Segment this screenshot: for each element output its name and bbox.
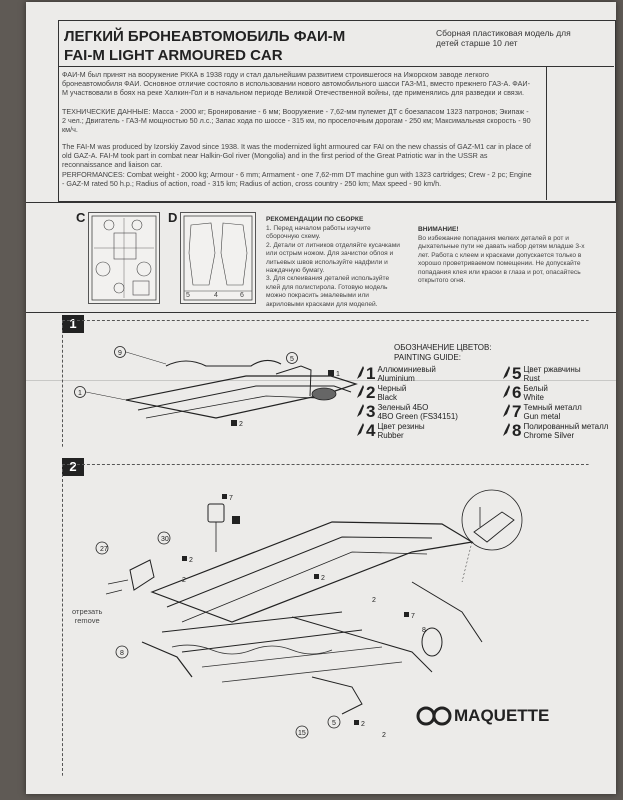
fold-line [26,380,616,381]
step-2-callout-30: 30 [161,536,169,543]
history-ru: ФАИ-М был принят на вооружение РККА в 19… [62,70,530,98]
sprue-d-part-6: 6 [240,292,244,299]
remove-note: отрезать remove [72,607,102,625]
section-divider [26,202,616,203]
painting-guide-title-en: PAINTING GUIDE: [394,353,461,362]
sprue-d-diagram [180,212,256,304]
paint-color-number: 5 [512,364,522,383]
column-divider [546,66,547,200]
remove-note-ru: отрезать [72,607,103,616]
step-1-callout-5: 5 [290,356,294,363]
step-2-paint-2f: 2 [382,732,386,739]
paint-brush-icon [503,404,510,417]
paint-color-name-en: Rust [523,374,540,383]
sprue-c-diagram [88,212,160,304]
step-2-callout-15: 15 [298,730,306,737]
section-divider-2 [26,312,616,313]
warning-title: ВНИМАНИЕ! [418,226,459,233]
paint-color-name-ru: Черный [377,384,407,393]
paint-brush-icon [503,366,510,379]
paint-color-name-ru: Белый [523,384,548,393]
maquette-logo-text: MAQUETTE [454,706,550,725]
step-2-callout-27: 27 [100,546,108,553]
step-2-frame [62,464,589,776]
painting-guide-title: ОБОЗНАЧЕНИЕ ЦВЕТОВ: PAINTING GUIDE: [394,343,492,363]
paint-color-name-ru: Зеленый 4БО [377,403,429,412]
paint-color-name-ru: Цвет ржавчины [523,365,581,374]
step-1-chassis-drawing: 1 9 5 1 2 [74,346,358,428]
paint-color-name-en: Aluminium [377,374,415,383]
warning-text: Во избежание попадания мелких деталей в … [418,235,585,285]
paint-color-number: 3 [366,402,376,421]
paint-color-number: 6 [512,383,522,402]
remove-note-en: remove [74,616,100,625]
step-1-callout-1: 1 [78,390,82,397]
paint-color-name-ru: Аллюминиевый [377,365,436,374]
recommendations-title: РЕКОМЕНДАЦИИ ПО СБОРКЕ [266,216,364,223]
step-1-paint-2: 2 [239,421,243,428]
step-1-callout-9: 9 [118,350,122,357]
paint-brush-icon [357,385,364,398]
recommendations-text: 1. Перед началом работы изучите сборочну… [266,225,400,308]
paint-color-number: 4 [366,421,376,440]
paint-color-name-en: Black [377,393,398,402]
paint-color-number: 2 [366,383,376,402]
paint-color-name-en: White [523,393,544,402]
paint-color-name-ru: Цвет резины [377,422,425,431]
step-2-callout-5: 5 [332,720,336,727]
paint-color-number: 7 [512,402,522,421]
paint-brush-icon [503,385,510,398]
header-frame [58,20,616,202]
paint-color-number: 1 [366,364,376,383]
paint-color-name-en: 4BO Green (FS34151) [377,412,458,421]
step-2-paint-2c: 2 [361,721,365,728]
paint-color-name-en: Chrome Silver [523,431,575,440]
sprue-d-label: D [168,210,178,225]
step-2-assembly-drawing: 27 30 8 15 5 7 2 1 2 7 2 8 2 2 2 [95,489,523,739]
specs-ru: ТЕХНИЧЕСКИЕ ДАННЫЕ: Масса - 2000 кг; Бро… [62,107,531,135]
paint-color-name-en: Rubber [377,431,404,440]
paint-brush-icon [357,423,364,436]
paint-brush-icon [357,404,364,417]
step-2-paint-2b: 2 [321,575,325,582]
instruction-sheet: ЛЕГКИЙ БРОНЕАВТОМОБИЛЬ ФАИ-М FAI-M LIGHT… [26,2,616,794]
step-2-part-1: 1 [234,518,238,525]
step-2-number: 2 [62,458,84,476]
step-2-paint-8: 8 [422,627,426,634]
sprue-c-label: C [76,210,86,225]
step-2-paint-2e: 2 [372,597,376,604]
paint-brush-icon [357,366,364,379]
title-russian: ЛЕГКИЙ БРОНЕАВТОМОБИЛЬ ФАИ-М [64,28,346,45]
step-2-paint-2d: 2 [182,577,186,584]
step-2-paint-2a: 2 [189,557,193,564]
step-1-paint-1: 1 [336,371,340,378]
paint-color-name-en: Gun metal [523,412,561,421]
painting-guide-title-ru: ОБОЗНАЧЕНИЕ ЦВЕТОВ: [394,343,492,352]
title-english: FAI-M LIGHT ARMOURED CAR [64,47,283,64]
sprue-d-part-4: 4 [214,292,218,299]
paint-color-number: 8 [512,421,522,440]
sprue-d-part-5: 5 [186,292,190,299]
title-divider [58,66,614,67]
paint-color-name-ru: Темный металл [523,403,582,412]
paint-color-name-ru: Полированный металл [523,422,609,431]
specs-en: PERFORMANCES: Combat weight - 2000 kg; A… [62,170,532,189]
history-en: The FAI-M was produced by Izorskiy Zavod… [62,142,531,170]
step-1-frame [62,320,589,447]
age-subtitle: Сборная пластиковая модель для детей ста… [436,28,571,48]
maquette-logo-icon [416,706,452,726]
paint-brush-icon [503,423,510,436]
step-2-paint-7: 7 [229,495,233,502]
step-1-number: 1 [62,315,84,333]
step-2-callout-8: 8 [120,650,124,657]
step-2-paint-7b: 7 [411,613,415,620]
